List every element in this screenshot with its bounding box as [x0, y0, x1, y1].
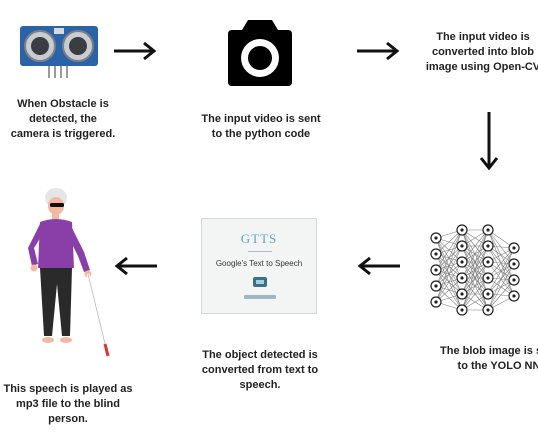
nn-edge — [461, 229, 489, 295]
arrow-down-icon — [479, 112, 499, 171]
neural-network-icon — [430, 224, 520, 316]
nn-node-dot — [460, 292, 464, 296]
nn-node-dot — [460, 308, 464, 312]
nn-edge — [435, 245, 463, 303]
nn-node-dot — [460, 244, 464, 248]
nn-node-dot — [434, 284, 438, 288]
nn-node-dot — [460, 260, 464, 264]
arrow-right-icon — [357, 41, 400, 61]
nn-node-dot — [434, 300, 438, 304]
nn-edge — [435, 229, 463, 255]
nn-node-dot — [434, 268, 438, 272]
arrow-left-icon — [114, 256, 157, 276]
nn-edge — [435, 229, 463, 303]
nn-edge — [461, 277, 489, 311]
nn-node-dot — [434, 236, 438, 240]
nn-edge — [487, 247, 515, 311]
nn-edge — [487, 247, 515, 279]
nn-node-dot — [434, 252, 438, 256]
speaker-logo-icon — [253, 277, 267, 287]
nn-node-dot — [512, 262, 516, 266]
nn-edge — [487, 247, 515, 295]
nn-node-dot — [486, 308, 490, 312]
nn-edge — [487, 279, 515, 311]
nn-node-dot — [486, 244, 490, 248]
nn-edge — [461, 229, 489, 279]
person-caption: This speech is played as mp3 file to the… — [3, 383, 133, 425]
blob-caption: The input video is converted into blob i… — [425, 31, 538, 73]
nn-edge — [435, 277, 463, 303]
nn-edge — [461, 229, 489, 263]
gtts-divider — [248, 251, 272, 252]
gtts-caption: The object detected is converted from te… — [201, 349, 319, 391]
nn-edge — [461, 245, 489, 311]
nn-node-dot — [486, 260, 490, 264]
nn-edge — [461, 261, 489, 311]
gtts-title: GTTS — [240, 231, 278, 246]
nn-node-dot — [512, 294, 516, 298]
nn-node-dot — [460, 228, 464, 232]
ultrasonic-sensor-icon — [20, 26, 98, 78]
nn-node-dot — [512, 246, 516, 250]
gtts-footer-bar — [244, 295, 276, 299]
camera-icon — [228, 20, 292, 86]
yolo-caption: The blob image is sent to the YOLO NN — [440, 345, 538, 372]
camera-caption: The input video is sent to the python co… — [201, 113, 321, 140]
arrow-right-icon — [114, 41, 157, 61]
nn-edge — [487, 263, 515, 311]
gtts-subtitle: Google's Text to Speech — [215, 259, 303, 268]
nn-node-dot — [512, 278, 516, 282]
nn-node-dot — [486, 228, 490, 232]
nn-node-dot — [460, 276, 464, 280]
sensor-caption: When Obstacle is detected, the camera is… — [10, 98, 116, 140]
arrow-left-icon — [357, 256, 400, 276]
blind-person-icon — [28, 188, 110, 357]
gtts-card: GTTS Google's Text to Speech — [201, 218, 317, 314]
nn-edge — [435, 261, 463, 303]
nn-edge — [435, 229, 463, 287]
nn-edge — [435, 229, 463, 271]
nn-node-dot — [486, 292, 490, 296]
nn-node-dot — [486, 276, 490, 280]
